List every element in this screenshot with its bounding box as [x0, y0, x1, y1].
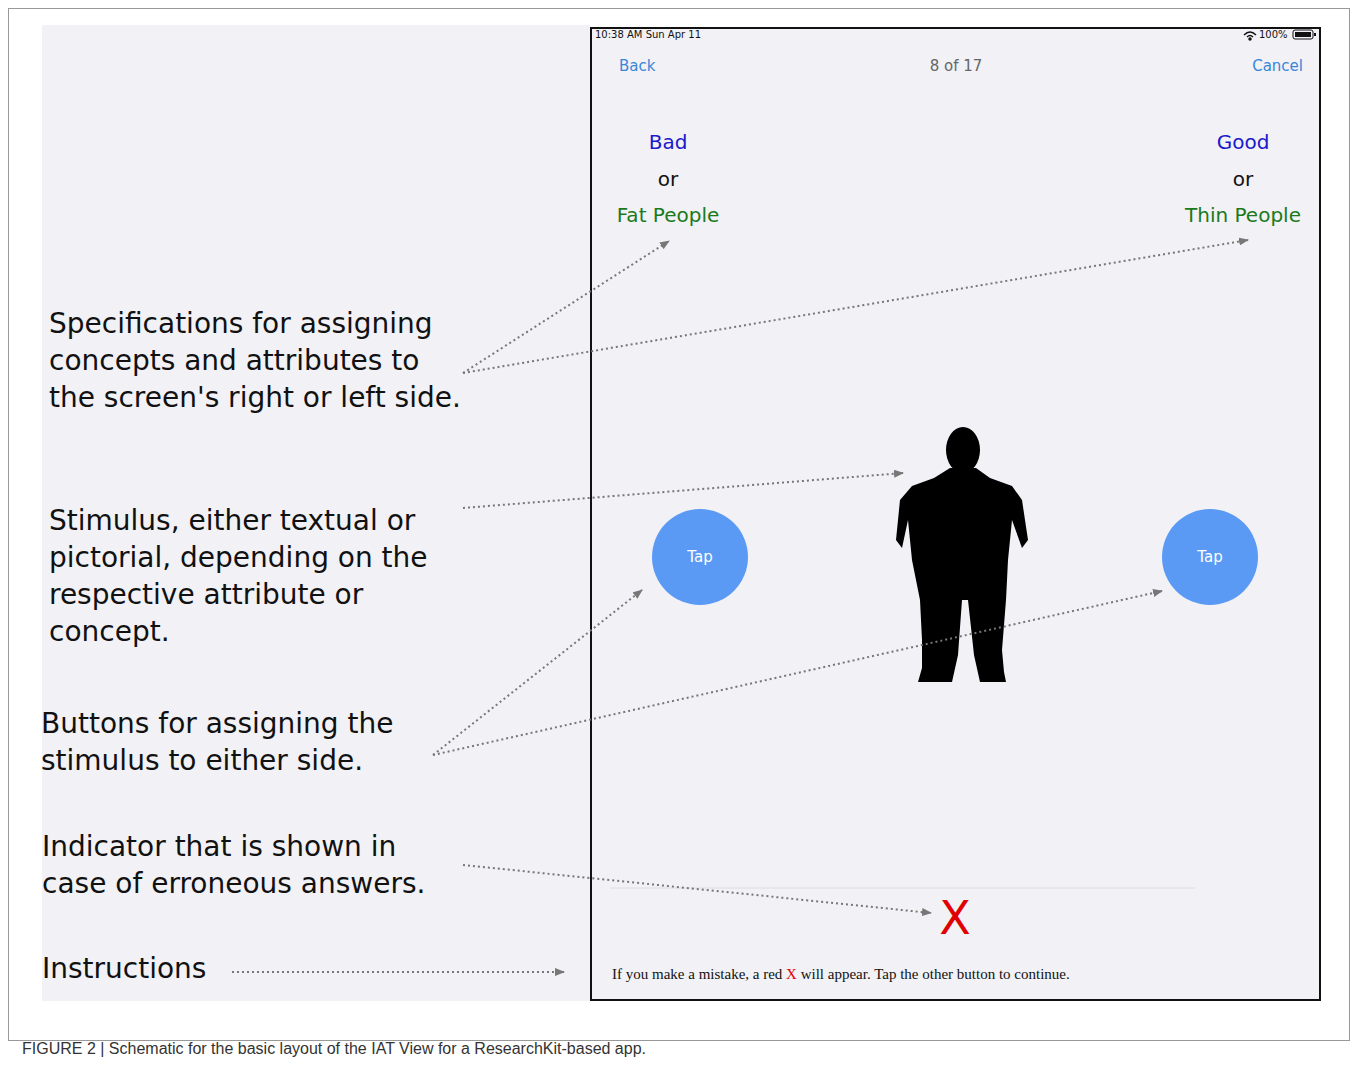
- screen-text: or: [1233, 168, 1253, 191]
- screen-text: 10:38 AM Sun Apr 11: [595, 29, 701, 41]
- screen-text: Back: [619, 58, 655, 75]
- screen-text: Good: [1217, 131, 1270, 154]
- figure-border: [9, 9, 1350, 1041]
- screen-text: 100%: [1259, 29, 1288, 41]
- tap-button: Tap: [652, 509, 748, 605]
- leader-line: [463, 240, 1248, 373]
- annotation-text: Indicator that is shown in case of erron…: [42, 828, 462, 902]
- screen-text: Fat People: [617, 204, 720, 227]
- leader-line: [463, 865, 931, 913]
- annotation-panel: [42, 25, 590, 1001]
- wifi-icon: [1244, 32, 1256, 40]
- leader-line: [463, 241, 669, 373]
- leader-line: [433, 590, 642, 755]
- instruction-red-x: X: [786, 966, 797, 982]
- leader-line: [463, 473, 903, 508]
- figure-caption: FIGURE 2 | Schematic for the basic layou…: [22, 1040, 646, 1058]
- button-label: Tap: [1197, 548, 1222, 566]
- screen-text: or: [658, 168, 678, 191]
- annotation-text: Buttons for assigning the stimulus to ei…: [41, 705, 441, 779]
- annotation-text: Specifications for assigning concepts an…: [49, 305, 469, 416]
- annotation-text: Instructions: [42, 950, 242, 987]
- instruction-text: will appear. Tap the other button to con…: [801, 966, 1070, 982]
- leader-line: [232, 971, 564, 973]
- person-silhouette: [896, 427, 1028, 682]
- error-indicator: X: [939, 892, 971, 945]
- screen-frame: [591, 28, 1320, 1000]
- instruction-text: If you make a mistake, a red: [612, 966, 782, 982]
- button-label: Tap: [687, 548, 712, 566]
- leader-line: [433, 591, 1162, 755]
- instruction-text: If you make a mistake, a red X will appe…: [612, 966, 1070, 983]
- screen-text: Cancel: [1252, 58, 1303, 75]
- tap-button: Tap: [1162, 509, 1258, 605]
- screen: 10:38 AM Sun Apr 11 100% Back 8 of 17 Cancel…: [590, 27, 1320, 1000]
- screen-text: 8 of 17: [930, 58, 983, 75]
- annotation-text: Stimulus, either textual or pictorial, d…: [49, 502, 459, 650]
- battery-icon: [1293, 30, 1316, 39]
- screen-text: Thin People: [1185, 204, 1301, 227]
- screen-text: Bad: [649, 131, 688, 154]
